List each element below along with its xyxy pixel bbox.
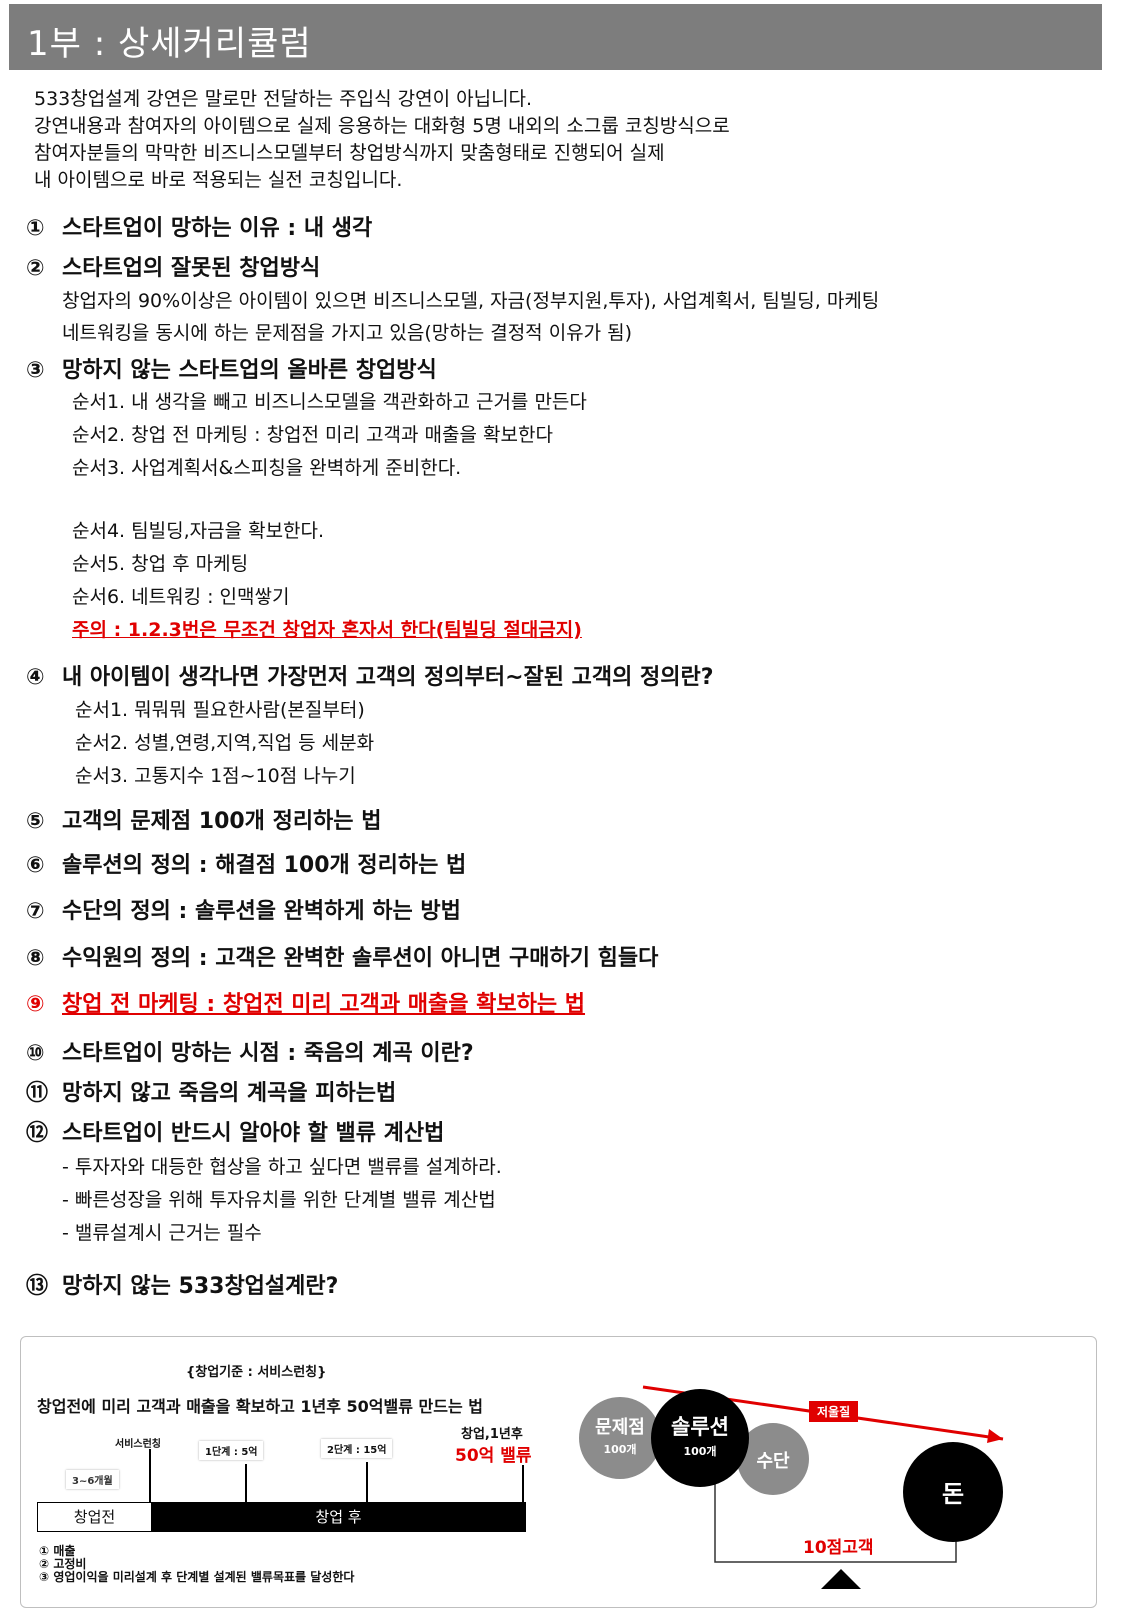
section-3-step: 순서1. 내 생각을 빼고 비즈니스모델을 객관화하고 근거를 만든다 bbox=[72, 391, 587, 413]
stage1-tick bbox=[245, 1464, 247, 1502]
section-title: 망하지 않는 533창업설계란? bbox=[62, 1274, 339, 1299]
section-number: ③ bbox=[26, 358, 45, 383]
money-circle: 돈 bbox=[903, 1442, 1003, 1542]
fulcrum-triangle-icon bbox=[821, 1569, 861, 1589]
section-3-step: 순서2. 창업 전 마케팅 : 창업전 미리 고객과 매출을 확보한다 bbox=[72, 424, 553, 446]
diagram-note: ③ 영업이익을 미리설계 후 단계별 설계된 밸류목표를 달성한다 bbox=[39, 1570, 355, 1584]
section-3-step: 순서6. 네트워킹 : 인맥쌓기 bbox=[72, 586, 290, 608]
section-title: 스타트업이 망하는 시점 : 죽음의 계곡 이란? bbox=[62, 1041, 474, 1066]
problem-label: 문제점 bbox=[595, 1417, 645, 1438]
intro-paragraph: 533창업설계 강연은 말로만 전달하는 주입식 강연이 아닙니다. 강연내용과… bbox=[34, 86, 730, 194]
section-title: 스타트업의 잘못된 창업방식 bbox=[62, 256, 321, 281]
diagram-note: ② 고정비 bbox=[39, 1557, 87, 1571]
section-number: ⑥ bbox=[26, 853, 45, 878]
section-title: 창업 전 마케팅 : 창업전 미리 고객과 매출을 확보하는 법 bbox=[62, 992, 586, 1017]
section-number: ⑨ bbox=[26, 992, 45, 1017]
value50-label: 50억 밸류 bbox=[455, 1446, 532, 1466]
section-4-step: 순서3. 고통지수 1점~10점 나누기 bbox=[75, 765, 356, 787]
stage2-label: 2단계 : 15억 bbox=[321, 1439, 393, 1458]
solution-label: 솔루션 bbox=[671, 1415, 729, 1439]
service-launch-label: 서비스런칭 bbox=[115, 1439, 161, 1450]
section-number: ⑫ bbox=[26, 1121, 49, 1146]
section-12-bullet: - 빠른성장을 위해 투자유치를 위한 단계별 밸류 계산법 bbox=[62, 1189, 496, 1211]
timeline-pre-launch: 창업전 bbox=[37, 1502, 152, 1532]
section-title: 솔루션의 정의 : 해결점 100개 정리하는 법 bbox=[62, 853, 467, 878]
intro-line: 강연내용과 참여자의 아이템으로 실제 응용하는 대화형 5명 내외의 소그룹 … bbox=[34, 115, 730, 137]
section-4-step: 순서1. 뭐뭐뭐 필요한사람(본질부터) bbox=[75, 699, 365, 721]
year1-tick bbox=[522, 1465, 524, 1502]
section-number: ① bbox=[26, 216, 45, 241]
stage2-tick bbox=[366, 1462, 368, 1502]
stage1-label: 1단계 : 5억 bbox=[199, 1441, 264, 1460]
section-3-warning: 주의 : 1.2.3번은 무조건 창업자 혼자서 한다(팀빌딩 절대금지) bbox=[72, 619, 582, 641]
section-5-heading: ⑤ 고객의 문제점 100개 정리하는 법 bbox=[26, 803, 381, 835]
section-number: ② bbox=[26, 256, 45, 281]
section-title: 수익원의 정의 : 고객은 완벽한 솔루션이 아니면 구매하기 힘들다 bbox=[62, 946, 659, 971]
section-number: ④ bbox=[26, 665, 45, 690]
year1-label: 창업,1년후 bbox=[461, 1427, 523, 1442]
arrow-head-icon bbox=[987, 1429, 1003, 1443]
section-title: 수단의 정의 : 솔루션을 완벽하게 하는 방법 bbox=[62, 899, 461, 924]
section-2-line: 네트워킹을 동시에 하는 문제점을 가지고 있음(망하는 결정적 이유가 됨) bbox=[62, 322, 633, 344]
means-circle: 수단 bbox=[737, 1423, 809, 1495]
section-12-bullet: - 밸류설계시 근거는 필수 bbox=[62, 1222, 262, 1244]
diagram-headline: 창업전에 미리 고객과 매출을 확보하고 1년후 50억밸류 만드는 법 bbox=[37, 1397, 483, 1416]
section-4-step: 순서2. 성별,연령,지역,직업 등 세분화 bbox=[75, 732, 375, 754]
section-title: 스타트업이 반드시 알아야 할 밸류 계산법 bbox=[62, 1121, 445, 1146]
section-12-bullet: - 투자자와 대등한 협상을 하고 싶다면 밸류를 설계하라. bbox=[62, 1156, 502, 1178]
service-launch-tick bbox=[149, 1449, 151, 1502]
ten-point-customer-label: 10점고객 bbox=[803, 1538, 874, 1558]
timeline-post-launch: 창업 후 bbox=[151, 1502, 526, 1532]
section-9-heading: ⑨ 창업 전 마케팅 : 창업전 미리 고객과 매출을 확보하는 법 bbox=[26, 986, 585, 1018]
section-1-heading: ① 스타트업이 망하는 이유 : 내 생각 bbox=[26, 210, 372, 242]
section-number: ⑬ bbox=[26, 1274, 49, 1299]
section-3-step: 순서4. 팀빌딩,자금을 확보한다. bbox=[72, 520, 325, 542]
intro-line: 내 아이템으로 바로 적용되는 실전 코칭입니다. bbox=[34, 169, 403, 191]
section-8-heading: ⑧ 수익원의 정의 : 고객은 완벽한 솔루션이 아니면 구매하기 힘들다 bbox=[26, 940, 658, 972]
low-quality-badge: 저울질 bbox=[809, 1401, 859, 1422]
diagram-note: ① 매출 bbox=[39, 1544, 76, 1558]
section-number: ⑤ bbox=[26, 809, 45, 834]
solution-circle: 솔루션 100개 bbox=[651, 1389, 749, 1487]
section-10-heading: ⑩ 스타트업이 망하는 시점 : 죽음의 계곡 이란? bbox=[26, 1035, 474, 1067]
diagram-basis: {창업기준 : 서비스런칭} bbox=[186, 1365, 327, 1380]
section-title: 스타트업이 망하는 이유 : 내 생각 bbox=[62, 216, 373, 241]
solution-count: 100개 bbox=[683, 1445, 717, 1458]
intro-line: 참여자분들의 막막한 비즈니스모델부터 창업방식까지 맞춤형태로 진행되어 실제 bbox=[34, 142, 665, 164]
section-6-heading: ⑥ 솔루션의 정의 : 해결점 100개 정리하는 법 bbox=[26, 847, 466, 879]
section-7-heading: ⑦ 수단의 정의 : 솔루션을 완벽하게 하는 방법 bbox=[26, 893, 461, 925]
page-title: 1부 : 상세커리큘럼 bbox=[27, 24, 312, 64]
section-3-step: 순서5. 창업 후 마케팅 bbox=[72, 553, 249, 575]
section-11-heading: ⑪ 망하지 않고 죽음의 계곡을 피하는법 bbox=[26, 1075, 396, 1107]
intro-line: 533창업설계 강연은 말로만 전달하는 주입식 강연이 아닙니다. bbox=[34, 88, 533, 110]
section-3-heading: ③ 망하지 않는 스타트업의 올바른 창업방식 bbox=[26, 352, 437, 384]
problem-count: 100개 bbox=[603, 1443, 637, 1456]
section-number: ⑪ bbox=[26, 1081, 49, 1106]
startup-design-diagram: {창업기준 : 서비스런칭} 창업전에 미리 고객과 매출을 확보하고 1년후 … bbox=[20, 1336, 1097, 1608]
section-title: 고객의 문제점 100개 정리하는 법 bbox=[62, 809, 382, 834]
section-banner: 1부 : 상세커리큘럼 bbox=[9, 4, 1102, 70]
section-title: 망하지 않고 죽음의 계곡을 피하는법 bbox=[62, 1081, 397, 1106]
section-title: 망하지 않는 스타트업의 올바른 창업방식 bbox=[62, 358, 437, 383]
section-number: ⑩ bbox=[26, 1041, 45, 1066]
section-12-heading: ⑫ 스타트업이 반드시 알아야 할 밸류 계산법 bbox=[26, 1115, 444, 1147]
months-label: 3~6개월 bbox=[66, 1470, 119, 1489]
section-3-step: 순서3. 사업계획서&스피칭을 완벽하게 준비한다. bbox=[72, 457, 462, 479]
means-label: 수단 bbox=[756, 1451, 790, 1472]
section-13-heading: ⑬ 망하지 않는 533창업설계란? bbox=[26, 1268, 338, 1300]
section-2-heading: ② 스타트업의 잘못된 창업방식 bbox=[26, 250, 320, 282]
section-4-heading: ④ 내 아이템이 생각나면 가장먼저 고객의 정의부터~잘된 고객의 정의란? bbox=[26, 659, 714, 691]
problem-circle: 문제점 100개 bbox=[579, 1397, 661, 1479]
section-number: ⑧ bbox=[26, 946, 45, 971]
section-number: ⑦ bbox=[26, 899, 45, 924]
section-2-line: 창업자의 90%이상은 아이템이 있으면 비즈니스모델, 자금(정부지원,투자)… bbox=[62, 290, 880, 312]
money-label: 돈 bbox=[941, 1480, 965, 1508]
section-title: 내 아이템이 생각나면 가장먼저 고객의 정의부터~잘된 고객의 정의란? bbox=[62, 665, 714, 690]
